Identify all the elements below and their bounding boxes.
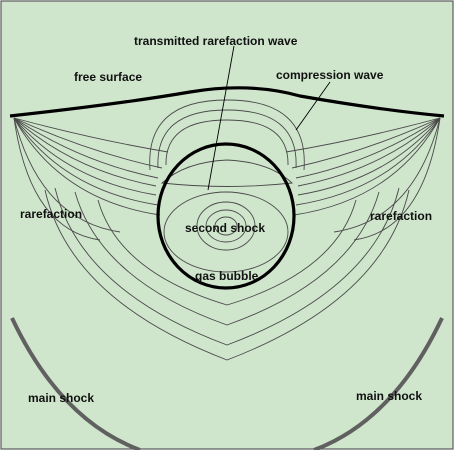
rarefaction-right-label: rarefaction (370, 209, 433, 223)
second-shock-ring (214, 216, 238, 236)
gas-bubble-label: gas bubble (195, 269, 259, 283)
transmitted-rarefaction-contour (160, 159, 294, 187)
outer-contour-ring (74, 191, 380, 326)
compression-contour (165, 119, 289, 166)
outer-contour-ring (54, 187, 400, 346)
left-fan-contour (13, 117, 157, 196)
free-surface-curve (9, 86, 445, 118)
bubble-inner-ring (163, 191, 289, 273)
right-rarefaction-fan (285, 117, 441, 241)
second-shock-label: second shock (185, 221, 266, 235)
transmitted-rarefaction-leader (207, 45, 235, 191)
left-fan-contour (13, 117, 101, 241)
gas-bubble-outline (156, 142, 296, 290)
compression-wave-label: compression wave (276, 68, 384, 82)
second-shock-ring (196, 201, 256, 251)
bubble-inner-contours (163, 191, 289, 273)
rarefaction-left-label: rarefaction (20, 207, 83, 221)
left-rarefaction-fan (13, 117, 169, 241)
main-shock-left-arc (10, 317, 141, 450)
compression-wave-leader (295, 81, 331, 131)
compression-contour (157, 109, 297, 169)
compression-contour (149, 99, 305, 171)
free-surface-label: free surface (74, 70, 143, 84)
right-fan-contour (293, 117, 441, 216)
left-fan-contour (13, 117, 159, 179)
right-fan-contour (291, 117, 441, 169)
outer-contour-ring (44, 189, 410, 361)
main-shock-right-arc (313, 317, 444, 450)
transmitted-rarefaction-wave-label: transmitted rarefaction wave (134, 34, 298, 48)
outer-contour-rings (44, 187, 410, 361)
left-fan-contour (13, 117, 121, 233)
outer-contour-ring (97, 199, 357, 306)
right-fan-contour (295, 117, 441, 179)
left-fan-contour (13, 117, 169, 153)
right-fan-contour (297, 117, 441, 196)
second-shock-ring (205, 209, 247, 243)
right-fan-contour (295, 117, 441, 206)
compression-wave-contours (149, 99, 305, 171)
right-fan-contour (353, 117, 441, 241)
left-fan-contour (13, 117, 157, 187)
right-fan-contour (285, 117, 441, 153)
left-fan-contour (13, 117, 159, 206)
left-fan-contour (13, 117, 161, 216)
left-fan-contour (13, 117, 163, 169)
main-shock-left-label: main shock (28, 391, 95, 405)
main-shock-right-label: main shock (356, 389, 423, 403)
right-fan-contour (297, 117, 441, 187)
right-fan-contour (333, 117, 441, 233)
